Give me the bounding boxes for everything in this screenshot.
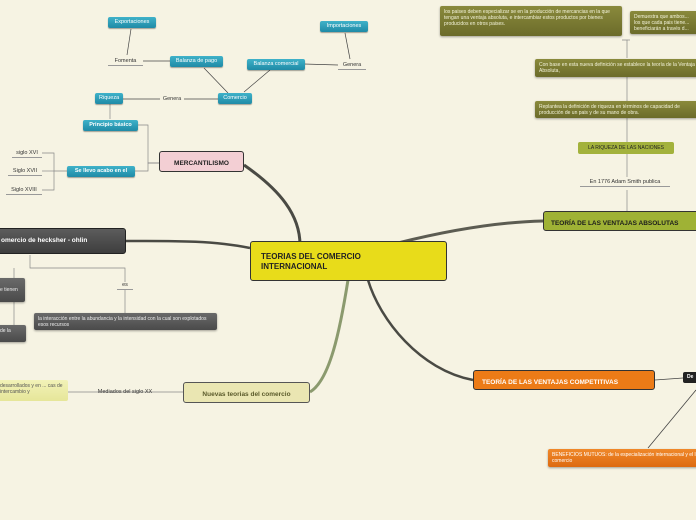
de-la-node[interactable]: de la (0, 325, 26, 342)
central-topic[interactable]: TEORIAS DEL COMERCIO INTERNACIONAL (250, 241, 447, 281)
importaciones-node[interactable]: Importaciones (320, 21, 368, 32)
beneficios-node[interactable]: BENEFICIOS MUTUOS: de la especialización… (548, 449, 696, 467)
nuevas-label: Nuevas teorias del comercio (202, 391, 291, 398)
genera-label-1: Genera (162, 96, 182, 102)
principio-basico-node[interactable]: Principio básico (83, 120, 138, 131)
absoluta-text-3[interactable]: Con base en esta nueva definición se est… (535, 59, 696, 77)
siglo-xvi-label: siglo XVI (12, 149, 42, 158)
absoluta-text-4[interactable]: Replantea la definición de riqueza en té… (535, 101, 696, 118)
heckscher-label: omercio de hecksher - ohlin (1, 237, 88, 244)
mediados-label: Mediados del siglo XX (97, 389, 153, 395)
nuevas-topic[interactable]: Nuevas teorias del comercio (183, 382, 310, 403)
es-label: es (117, 281, 133, 290)
exportaciones-node[interactable]: Exportaciones (108, 17, 156, 28)
competitiva-badge[interactable]: De (683, 372, 696, 383)
tienen-node[interactable]: e tienen (0, 278, 25, 302)
genera-label-2: Genera (338, 61, 366, 70)
riqueza-naciones-node[interactable]: LA RIQUEZA DE LAS NACIONES (578, 142, 674, 154)
siglo-xviii-label: Siglo XVIII (6, 186, 42, 195)
desarrollados-node[interactable]: desarrollados y en ... cas de intercambi… (0, 380, 68, 401)
competitiva-topic[interactable]: TEORÍA DE LAS VENTAJAS COMPETITIVAS (473, 370, 655, 390)
absoluta-topic[interactable]: TEORÍA DE LAS VENTAJAS ABSOLUTAS (543, 211, 696, 231)
se-llevo-node[interactable]: Se llevo acabo en el (67, 166, 135, 177)
branch-mercantilismo (243, 163, 302, 246)
balanza-pago-node[interactable]: Balanza de pago (170, 56, 223, 67)
fomenta-label: Fomenta (108, 57, 143, 66)
smith-label: En 1776 Adam Smith publica (580, 178, 670, 187)
heckscher-topic[interactable]: omercio de hecksher - ohlin (0, 228, 126, 254)
branch-heckscher (125, 239, 251, 250)
branch-absoluta (397, 219, 544, 245)
absoluta-label: TEORÍA DE LAS VENTAJAS ABSOLUTAS (551, 220, 679, 227)
siglo-xvii-label: Siglo XVII (8, 167, 42, 176)
branch-nuevas (309, 279, 350, 394)
mercantilismo-label: MERCANTILISMO (174, 160, 229, 167)
absoluta-text-1[interactable]: los paises deben especializar se en la p… (440, 6, 622, 36)
mercantilismo-topic[interactable]: MERCANTILISMO (159, 151, 244, 172)
comercio-node[interactable]: Comercio (218, 93, 252, 104)
balanza-comercial-node[interactable]: Balanza comercial (247, 59, 305, 70)
absoluta-text-2[interactable]: Demuestra que ambos... los que cada pais… (630, 11, 696, 34)
competitiva-label: TEORÍA DE LAS VENTAJAS COMPETITIVAS (482, 379, 619, 386)
interaccion-node[interactable]: la interacción entre la abundancia y la … (34, 313, 217, 330)
branch-competitiva (366, 279, 474, 382)
central-topic-label: TEORIAS DEL COMERCIO INTERNACIONAL (261, 252, 361, 271)
riqueza-node[interactable]: Riqueza (95, 93, 123, 104)
